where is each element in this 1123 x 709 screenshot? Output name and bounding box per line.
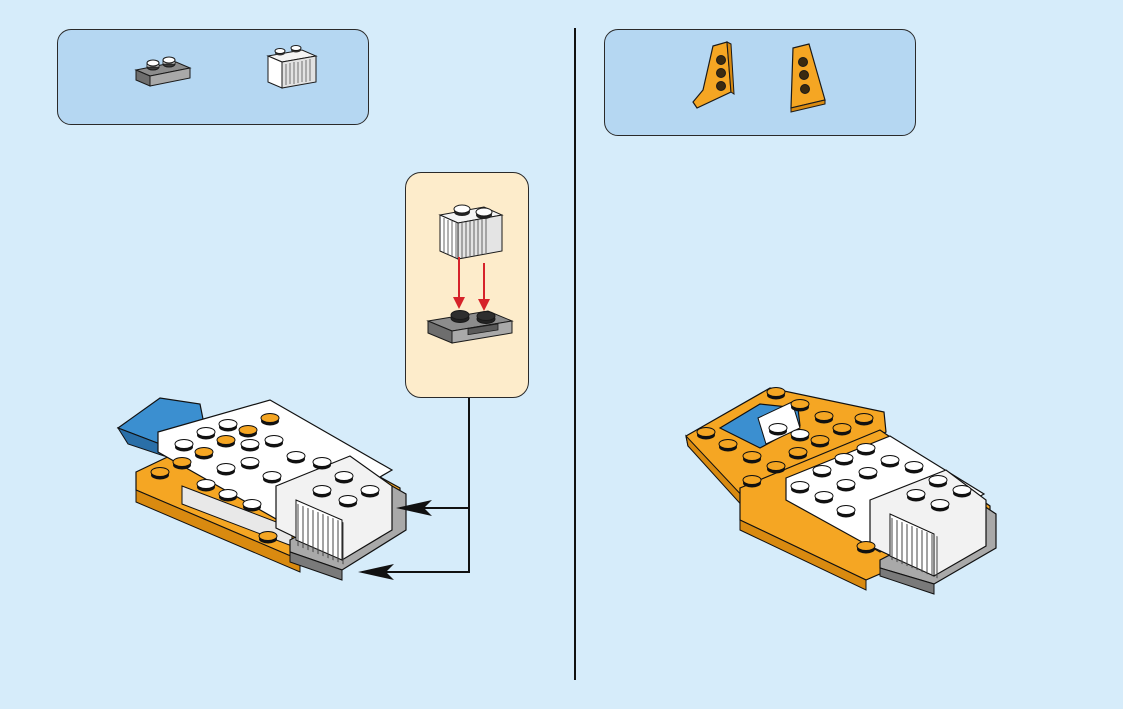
step-2-model <box>686 388 996 595</box>
step-1-model <box>118 398 406 580</box>
